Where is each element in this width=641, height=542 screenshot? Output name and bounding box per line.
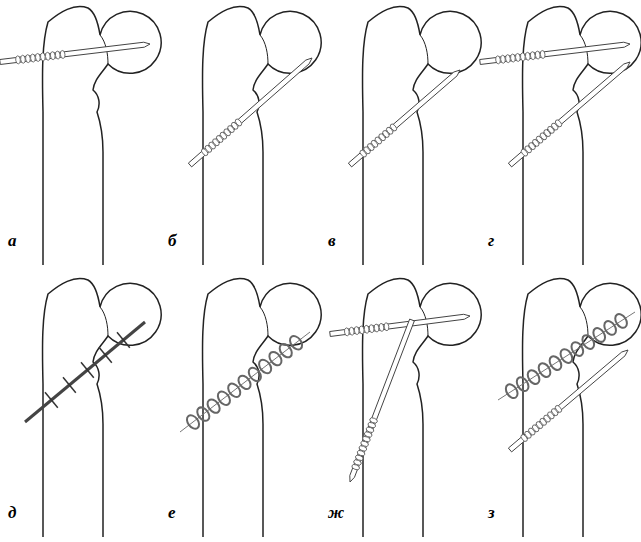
screw — [508, 62, 630, 167]
screw-thread — [535, 51, 541, 59]
screw-thread — [500, 55, 506, 63]
screw-thread — [45, 52, 51, 60]
screw — [350, 319, 415, 482]
screw-thread — [379, 323, 385, 332]
panel-letter: ж — [328, 504, 344, 521]
femur-outline — [203, 7, 322, 265]
screw-thread — [520, 53, 526, 61]
nail-shaft — [25, 322, 145, 422]
nail-blade — [45, 392, 58, 407]
femur-panel — [498, 279, 641, 537]
femur-panel — [348, 7, 481, 265]
screw-thread — [60, 50, 66, 58]
screw-thread — [30, 54, 36, 62]
head-line — [260, 307, 268, 336]
screw — [330, 314, 470, 336]
screw-thread — [364, 325, 370, 334]
screw-thread — [359, 326, 365, 335]
femur-outline — [43, 279, 162, 537]
screw-thread — [515, 53, 521, 61]
screw-thread — [505, 54, 511, 62]
femur-panel — [330, 279, 481, 537]
screw-thread — [344, 328, 350, 337]
screw-thread — [15, 56, 21, 64]
nail-blade — [63, 377, 76, 392]
screw-thread — [384, 322, 390, 331]
screw — [480, 42, 630, 64]
screw-thread — [369, 324, 375, 333]
panel-letter: г — [488, 232, 494, 249]
head-line — [420, 35, 428, 64]
screw-thread — [554, 119, 563, 128]
screw-thread — [389, 123, 398, 132]
screw — [348, 70, 460, 167]
screw-thread — [40, 53, 46, 61]
femur-outline — [363, 7, 482, 265]
nail-blade — [117, 332, 130, 347]
screw-thread — [354, 326, 360, 335]
screw-thread — [540, 50, 546, 58]
screw — [0, 42, 150, 64]
screw — [188, 58, 312, 167]
screw-thread — [234, 118, 243, 127]
screw-thread — [530, 51, 536, 59]
coil-axis — [498, 312, 635, 400]
coil-axis — [180, 332, 310, 432]
screw-thread — [374, 324, 380, 333]
spiral-coil — [288, 334, 305, 352]
panel-letter: д — [8, 504, 16, 521]
screw-thread — [495, 56, 501, 64]
screw — [508, 350, 628, 452]
femur-panel — [480, 7, 641, 265]
screw-thread — [25, 54, 31, 62]
panel-letter: б — [168, 232, 176, 249]
screw-thread — [20, 55, 26, 63]
screw-thread — [554, 404, 563, 413]
femur-outline — [203, 279, 322, 537]
femur-panel — [25, 279, 161, 537]
spiral-coil — [613, 312, 630, 330]
screw-thread — [510, 54, 516, 62]
head-line — [260, 35, 268, 64]
femur-outline — [523, 279, 641, 537]
head-line — [100, 307, 108, 336]
femur-panel — [188, 7, 321, 265]
screw-thread — [351, 464, 360, 471]
screw-thread — [55, 51, 61, 59]
nail-blade — [81, 362, 94, 377]
head-line — [580, 307, 588, 336]
nail-blade — [99, 347, 112, 362]
screw-thread — [35, 53, 41, 61]
screw-thread — [525, 52, 531, 60]
screw-thread — [349, 327, 355, 336]
panel-letter: а — [8, 232, 17, 249]
panel-letter: з — [488, 504, 495, 521]
panel-letter: в — [328, 232, 336, 249]
screw-thread — [50, 51, 56, 59]
femur-panel — [180, 279, 321, 537]
femur-panel — [0, 7, 161, 265]
panel-letter: е — [168, 504, 176, 521]
